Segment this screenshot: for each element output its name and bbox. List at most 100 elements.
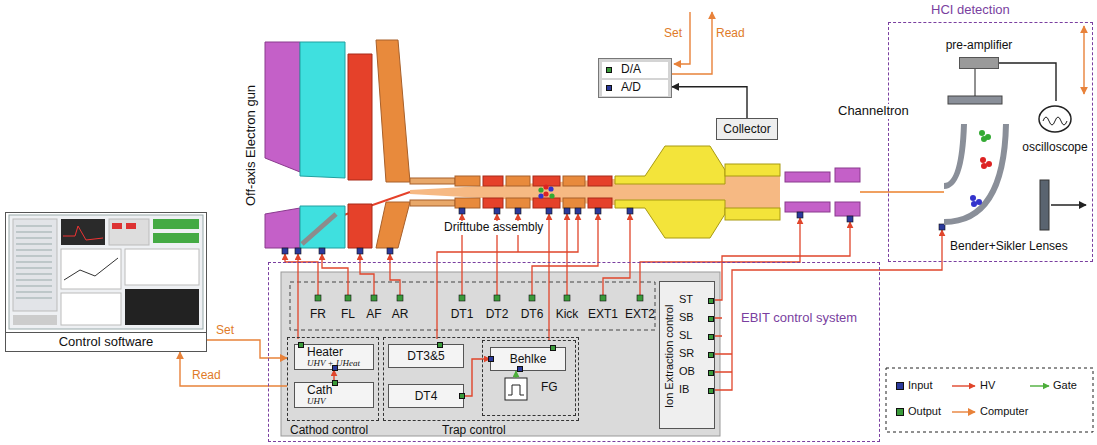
- node-subtext: UHV + UHeat: [307, 358, 360, 368]
- port-square: [459, 393, 465, 399]
- legend-text: Input: [908, 379, 932, 392]
- input-pin: [847, 216, 853, 222]
- converter-box: D/AA/D: [598, 58, 672, 98]
- extractor-collector: [615, 146, 780, 238]
- connector: [207, 340, 287, 358]
- node-title: Cath: [307, 384, 332, 398]
- hv-wire: [713, 222, 850, 300]
- drift-tubes: [506, 198, 530, 208]
- computer-link: [672, 12, 1084, 94]
- port-square: [298, 342, 304, 348]
- input-pin: [282, 208, 945, 254]
- legend-text: Gate: [1053, 379, 1077, 392]
- software-screenshot: [63, 226, 103, 240]
- control-panel: [281, 272, 720, 436]
- signal-name: FL: [341, 308, 355, 322]
- hv-wire: [713, 318, 732, 372]
- electron-gun: [265, 208, 300, 248]
- legend-swatch: [896, 408, 904, 416]
- electron-gun: [410, 178, 455, 184]
- computer-link: [672, 12, 712, 74]
- signal-name: IB: [679, 383, 689, 396]
- input-pin: [546, 208, 552, 214]
- hv-wire: [548, 214, 549, 341]
- vertical-label: Ion Extraction control: [664, 304, 677, 407]
- output-pin: [459, 295, 465, 301]
- trapped-ions: [548, 186, 553, 191]
- drift-tubes: [588, 176, 612, 186]
- signal-name: ST: [679, 293, 693, 306]
- signal-name: DT1: [451, 308, 474, 322]
- hv-wire: [285, 254, 318, 297]
- extractor-collector: [725, 208, 780, 220]
- port-square: [708, 334, 714, 340]
- extractor-collector: [725, 164, 780, 176]
- computer-link: [1083, 26, 1084, 94]
- part-label: Channeltron: [836, 104, 911, 119]
- extraction-tubes: [835, 168, 860, 182]
- node-subtext: UHV: [307, 396, 326, 406]
- software-screenshot: [112, 223, 122, 229]
- preamp-box: pre-amplifier: [959, 57, 999, 69]
- software-screenshot: [16, 226, 52, 298]
- output-pin: [600, 295, 606, 301]
- legend-frame: [886, 368, 1093, 432]
- node-title: D/A: [621, 63, 641, 77]
- ion-bunches: [979, 130, 985, 136]
- hv-switch: Behlke: [490, 347, 566, 371]
- bender-electrodes: [944, 124, 964, 186]
- node-title: Control software: [59, 335, 154, 350]
- function-generator-icon: [508, 385, 524, 395]
- output-pin: [315, 295, 643, 301]
- output-pin: [315, 295, 321, 301]
- output-pin: [345, 295, 351, 301]
- input-pin: [627, 208, 633, 214]
- edge-label: Set: [216, 324, 234, 338]
- oscilloscope-icon: [1039, 106, 1071, 132]
- node-title: Trap control: [442, 424, 506, 438]
- hv-wire: [713, 230, 942, 390]
- output-pin: [371, 295, 377, 301]
- electron-gun: [410, 200, 455, 206]
- signal-name: OB: [679, 365, 695, 378]
- signal-name: SR: [679, 347, 694, 360]
- output-pin: [494, 295, 500, 301]
- port-square: [517, 366, 523, 372]
- extraction-tubes: [785, 168, 860, 216]
- signal-name: SB: [679, 311, 694, 324]
- port-square: [550, 345, 556, 351]
- node-title: Cathod control: [290, 424, 368, 438]
- signal-name: EXT2: [625, 308, 655, 322]
- signal-name: EXT1: [588, 308, 618, 322]
- input-pin: [515, 208, 521, 214]
- input-pin: [319, 248, 325, 254]
- part-label: Bender+Sikler Lenses: [950, 240, 1068, 254]
- input-pin: [494, 208, 500, 214]
- output-pin: [397, 295, 403, 301]
- node-title: pre-amplifier: [946, 39, 1013, 53]
- input-pin: [564, 208, 570, 214]
- node-title: DT4: [415, 390, 438, 404]
- faraday-plate: [1051, 204, 1086, 206]
- edge-label: Read: [192, 369, 221, 383]
- extraction-tubes: [785, 202, 830, 212]
- electron-gun: [265, 42, 300, 172]
- part-label: Drifttube assembly: [442, 221, 545, 235]
- electron-gun: [265, 40, 455, 248]
- software-screenshot: [9, 215, 203, 329]
- output-pin: [564, 295, 570, 301]
- signal-name: DT2: [486, 308, 509, 322]
- legend-frame: [886, 368, 1093, 432]
- node-title: FG: [541, 381, 558, 395]
- heater-supply: HeaterUHV + UHeat: [294, 344, 374, 370]
- electron-gun: [302, 214, 336, 244]
- trapped-ions: [538, 184, 554, 198]
- extractor-collector: [615, 200, 725, 238]
- ion-bunches: [970, 130, 992, 207]
- bender-electrodes: [944, 124, 1006, 222]
- oscilloscope-icon: [1043, 117, 1067, 125]
- drift-tubes: [563, 176, 585, 186]
- output-pin: [529, 295, 535, 301]
